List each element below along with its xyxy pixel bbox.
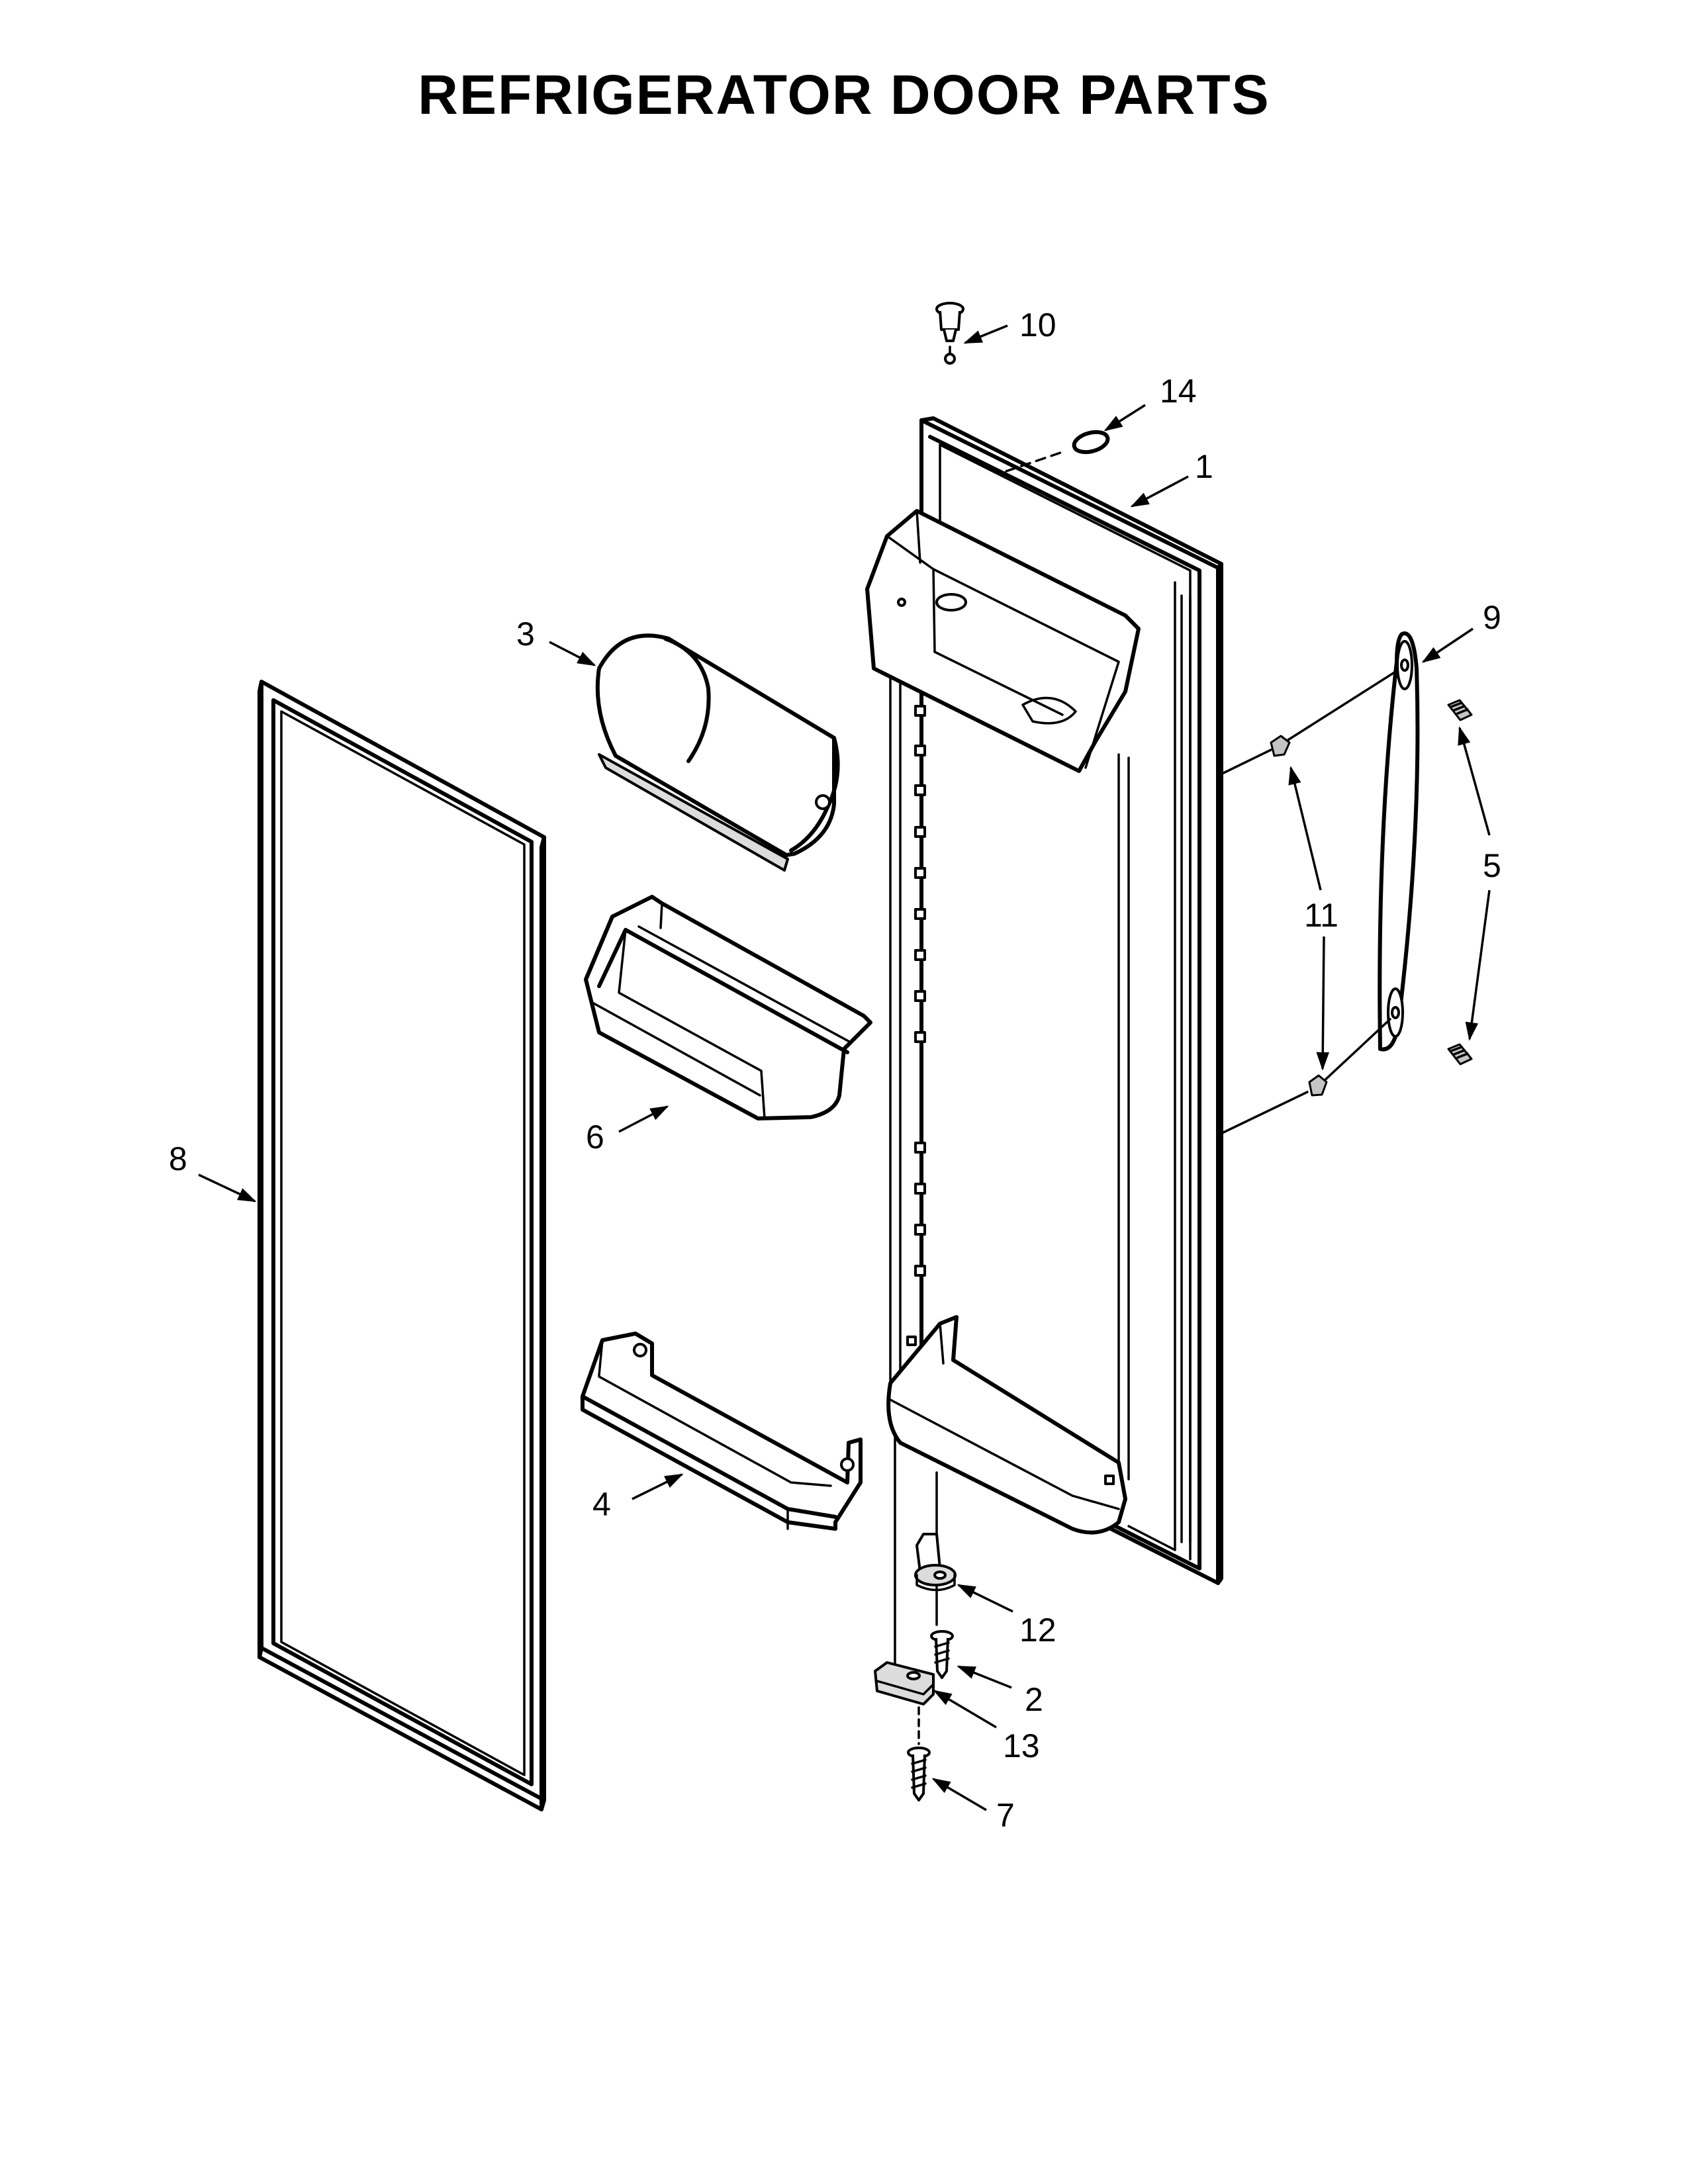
callout-14: 14 xyxy=(1160,373,1197,410)
callout-6: 6 xyxy=(586,1118,604,1156)
door-assembly-part-1 xyxy=(865,416,1223,1585)
callout-3: 3 xyxy=(516,615,535,653)
bottom-hinge-parts xyxy=(874,1432,957,1801)
door-handle-part-9 xyxy=(1378,631,1420,1052)
spacer-ring-part-14 xyxy=(1005,430,1110,473)
hinge-bracket-part-13 xyxy=(874,1661,935,1706)
diagram-title: REFRIGERATOR DOOR PARTS xyxy=(418,64,1270,126)
callout-1: 1 xyxy=(1195,448,1213,485)
dairy-bin-part-3 xyxy=(595,633,840,872)
door-shelf-part-4 xyxy=(581,1332,863,1531)
hinge-cap-part-10 xyxy=(935,302,964,365)
callout-2: 2 xyxy=(1025,1681,1043,1718)
callout-8: 8 xyxy=(169,1140,187,1177)
hinge-bushing-part-12 xyxy=(914,1533,957,1592)
liner-tabs xyxy=(914,705,926,1277)
callout-labels: 10 14 1 3 9 5 11 6 8 4 12 2 13 7 xyxy=(169,306,1501,1834)
callout-10: 10 xyxy=(1019,306,1056,343)
leader-lines xyxy=(198,324,1491,1811)
handle-studs-part-11 xyxy=(1217,670,1397,1136)
bracket-screw-part-7 xyxy=(907,1706,931,1801)
callout-5: 5 xyxy=(1483,847,1501,884)
door-bin-part-6 xyxy=(584,895,872,1120)
callout-12: 12 xyxy=(1019,1612,1056,1649)
callout-4: 4 xyxy=(592,1486,611,1523)
door-gasket-part-8 xyxy=(258,680,546,1811)
callout-11: 11 xyxy=(1304,897,1338,934)
callout-7: 7 xyxy=(996,1797,1015,1834)
callout-9: 9 xyxy=(1483,599,1501,636)
hinge-screw-part-2 xyxy=(930,1630,954,1679)
set-screws-part-5 xyxy=(1447,699,1473,1066)
callout-13: 13 xyxy=(1003,1727,1040,1764)
